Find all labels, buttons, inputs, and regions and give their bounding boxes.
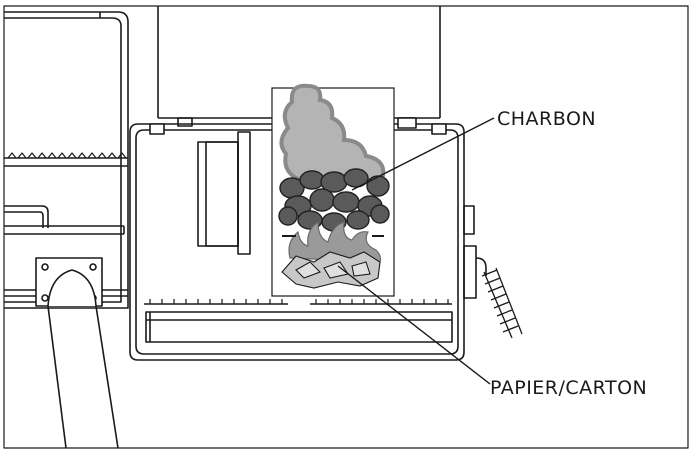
connector-pipe	[35, 257, 119, 449]
firebox-grate-rail	[144, 299, 453, 343]
papier-carton-leader-line	[337, 265, 491, 385]
side-handle-mount	[463, 205, 487, 299]
papier-carton-label: PAPIER/CARTON	[490, 377, 648, 399]
diagram-frame	[3, 5, 689, 449]
inner-damper	[197, 131, 251, 255]
firebox-body	[129, 117, 465, 361]
flame-icon	[288, 220, 382, 263]
smoke-cloud-icon	[279, 83, 386, 182]
coal-pile-icon	[278, 168, 390, 232]
left-cooking-chamber	[4, 11, 129, 309]
coil-spring-handle-icon	[481, 267, 523, 339]
charbon-leader-line	[351, 117, 495, 191]
charbon-label: CHARBON	[497, 108, 597, 130]
paper-cardboard-icon	[281, 251, 381, 289]
